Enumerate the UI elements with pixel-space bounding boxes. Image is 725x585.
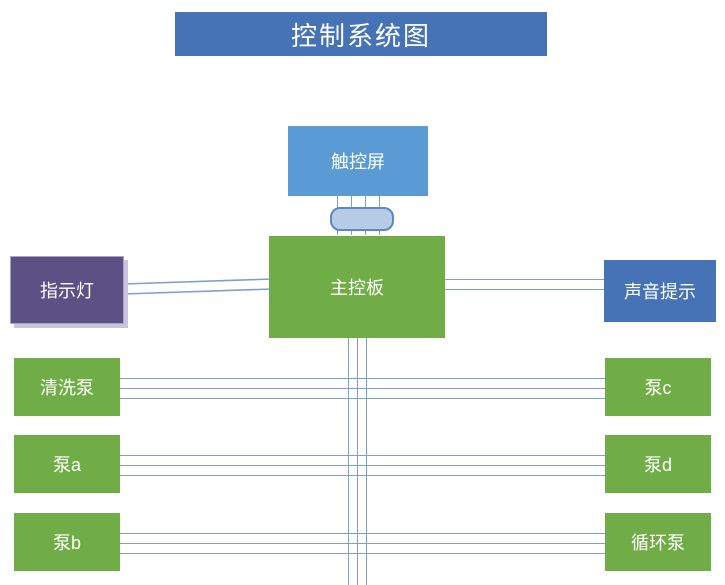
node-pump-a-label: 泵a <box>52 455 81 475</box>
wire-indicator-main <box>122 278 274 295</box>
node-main-board-label: 主控板 <box>330 278 384 298</box>
node-pump-d-label: 泵d <box>643 455 672 475</box>
wire-pump-row1-1 <box>120 378 605 379</box>
node-pump-d[interactable]: 泵d <box>605 435 711 493</box>
node-touchscreen[interactable]: 触控屏 <box>288 126 428 196</box>
node-indicator-light-label: 指示灯 <box>40 281 94 301</box>
wire-main-bus-1 <box>348 338 349 585</box>
node-pump-c-label: 泵c <box>644 378 672 398</box>
node-pump-b-label: 泵b <box>52 533 81 553</box>
wire-pump-row3-2 <box>120 543 605 544</box>
wire-main-sound-2 <box>443 289 605 290</box>
node-pump-a[interactable]: 泵a <box>14 435 120 493</box>
wire-pump-row3-1 <box>120 533 605 534</box>
ribbon-connector-icon <box>330 207 394 231</box>
page-title: 控制系统图 <box>175 12 547 56</box>
node-circulation-pump[interactable]: 循环泵 <box>605 513 711 571</box>
wire-pump-row1-2 <box>120 388 605 389</box>
node-sound-prompt[interactable]: 声音提示 <box>604 260 716 322</box>
node-wash-pump[interactable]: 清洗泵 <box>14 358 120 416</box>
wire-pump-row2-1 <box>120 455 605 456</box>
node-wash-pump-label: 清洗泵 <box>40 378 94 398</box>
node-pump-c[interactable]: 泵c <box>605 358 711 416</box>
wire-pump-row1-3 <box>120 398 605 399</box>
node-touchscreen-label: 触控屏 <box>331 152 385 172</box>
node-indicator-light[interactable]: 指示灯 <box>10 256 124 324</box>
wire-main-sound-1 <box>443 279 605 280</box>
wire-pump-row3-3 <box>120 553 605 554</box>
wire-main-bus-2 <box>357 338 358 585</box>
node-main-board[interactable]: 主控板 <box>269 236 445 338</box>
wire-pump-row2-2 <box>120 465 605 466</box>
node-pump-b[interactable]: 泵b <box>14 513 120 571</box>
wire-pump-row2-3 <box>120 475 605 476</box>
node-circulation-pump-label: 循环泵 <box>631 533 685 553</box>
node-sound-prompt-label: 声音提示 <box>624 282 696 302</box>
wire-main-bus-3 <box>366 338 367 585</box>
